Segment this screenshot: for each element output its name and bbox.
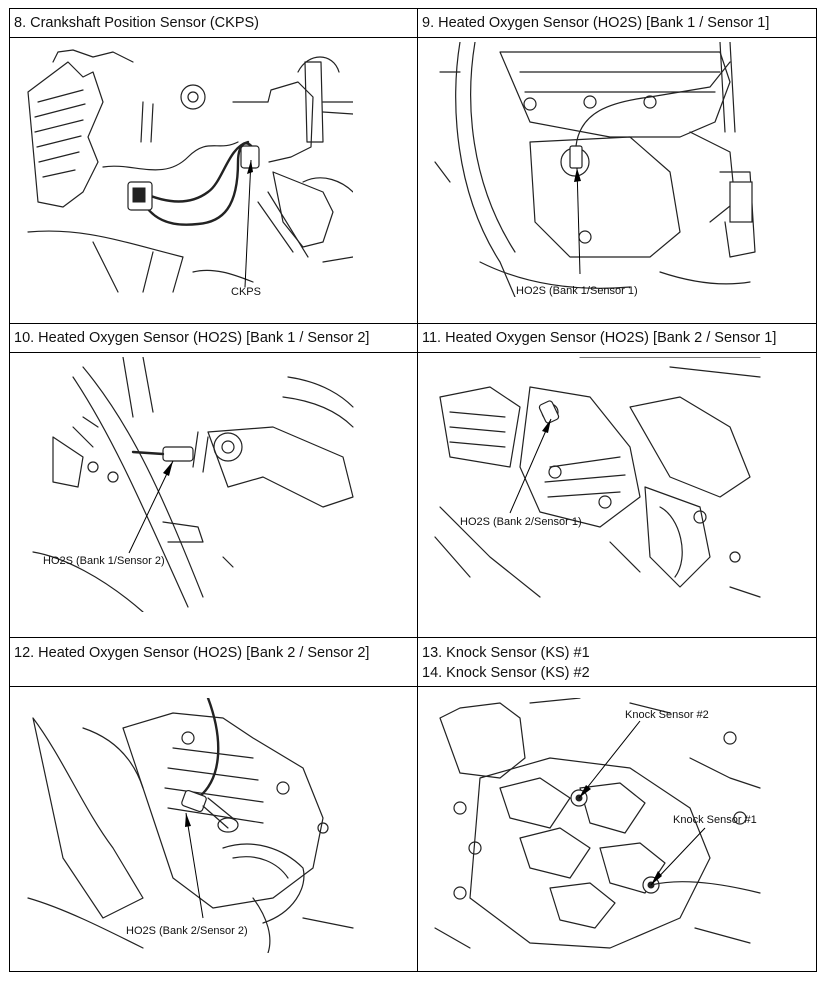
row-divider bbox=[9, 323, 817, 324]
knock-sensor-1-callout: Knock Sensor #1 bbox=[673, 814, 757, 826]
ho2s-b1s1-callout: HO2S (Bank 1/Sensor 1) bbox=[516, 285, 638, 297]
row-divider bbox=[9, 352, 817, 353]
cell-title-ho2s-b1s1: 9. Heated Oxygen Sensor (HO2S) [Bank 1 /… bbox=[422, 15, 770, 31]
table-divider-center bbox=[417, 8, 418, 972]
ho2s-b2s2-callout: HO2S (Bank 2/Sensor 2) bbox=[126, 925, 248, 937]
cell-title-ho2s-b1s2: 10. Heated Oxygen Sensor (HO2S) [Bank 1 … bbox=[14, 330, 370, 346]
cell-title-knock-sensor-1: 13. Knock Sensor (KS) #1 bbox=[422, 645, 590, 661]
ho2s-b1s1-diagram: HO2S (Bank 1/Sensor 1) bbox=[430, 42, 765, 297]
ho2s-b1s1-line-drawing: HO2S (Bank 1/Sensor 1) bbox=[434, 42, 756, 297]
sensor-table: 8. Crankshaft Position Sensor (CKPS) 9. … bbox=[9, 8, 817, 972]
ho2s-b2s2-line-drawing: HO2S (Bank 2/Sensor 2) bbox=[27, 698, 354, 953]
row-divider bbox=[9, 686, 817, 687]
knock-sensor-diagram: Knock Sensor #2 Knock Sensor #1 bbox=[430, 698, 765, 953]
ho2s-b1s2-callout: HO2S (Bank 1/Sensor 2) bbox=[43, 555, 165, 567]
ho2s-b2s2-diagram: HO2S (Bank 2/Sensor 2) bbox=[23, 698, 358, 953]
ho2s-b1s2-line-drawing: HO2S (Bank 1/Sensor 2) bbox=[32, 357, 354, 612]
ho2s-b1s2-diagram: HO2S (Bank 1/Sensor 2) bbox=[23, 357, 358, 612]
ckps-callout: CKPS bbox=[231, 286, 261, 297]
table-border-left bbox=[9, 8, 10, 972]
ckps-line-drawing: CKPS bbox=[27, 49, 353, 297]
knock-sensor-2-callout: Knock Sensor #2 bbox=[625, 709, 709, 721]
cell-title-knock-sensor-2: 14. Knock Sensor (KS) #2 bbox=[422, 665, 590, 681]
ckps-diagram: CKPS bbox=[23, 42, 353, 297]
ho2s-b2s1-callout: HO2S (Bank 2/Sensor 1) bbox=[460, 516, 582, 528]
ho2s-b2s1-line-drawing: HO2S (Bank 2/Sensor 1) bbox=[434, 357, 761, 598]
cell-title-ho2s-b2s2: 12. Heated Oxygen Sensor (HO2S) [Bank 2 … bbox=[14, 645, 370, 661]
table-border-top bbox=[9, 8, 817, 9]
knock-sensor-line-drawing: Knock Sensor #2 Knock Sensor #1 bbox=[434, 698, 761, 949]
row-divider bbox=[9, 637, 817, 638]
cell-title-ho2s-b2s1: 11. Heated Oxygen Sensor (HO2S) [Bank 2 … bbox=[422, 330, 777, 346]
table-border-bottom bbox=[9, 971, 817, 972]
row-divider bbox=[9, 37, 817, 38]
cell-title-ckps: 8. Crankshaft Position Sensor (CKPS) bbox=[14, 15, 259, 31]
table-border-right bbox=[816, 8, 817, 972]
ho2s-b2s1-diagram: HO2S (Bank 2/Sensor 1) bbox=[430, 357, 765, 612]
